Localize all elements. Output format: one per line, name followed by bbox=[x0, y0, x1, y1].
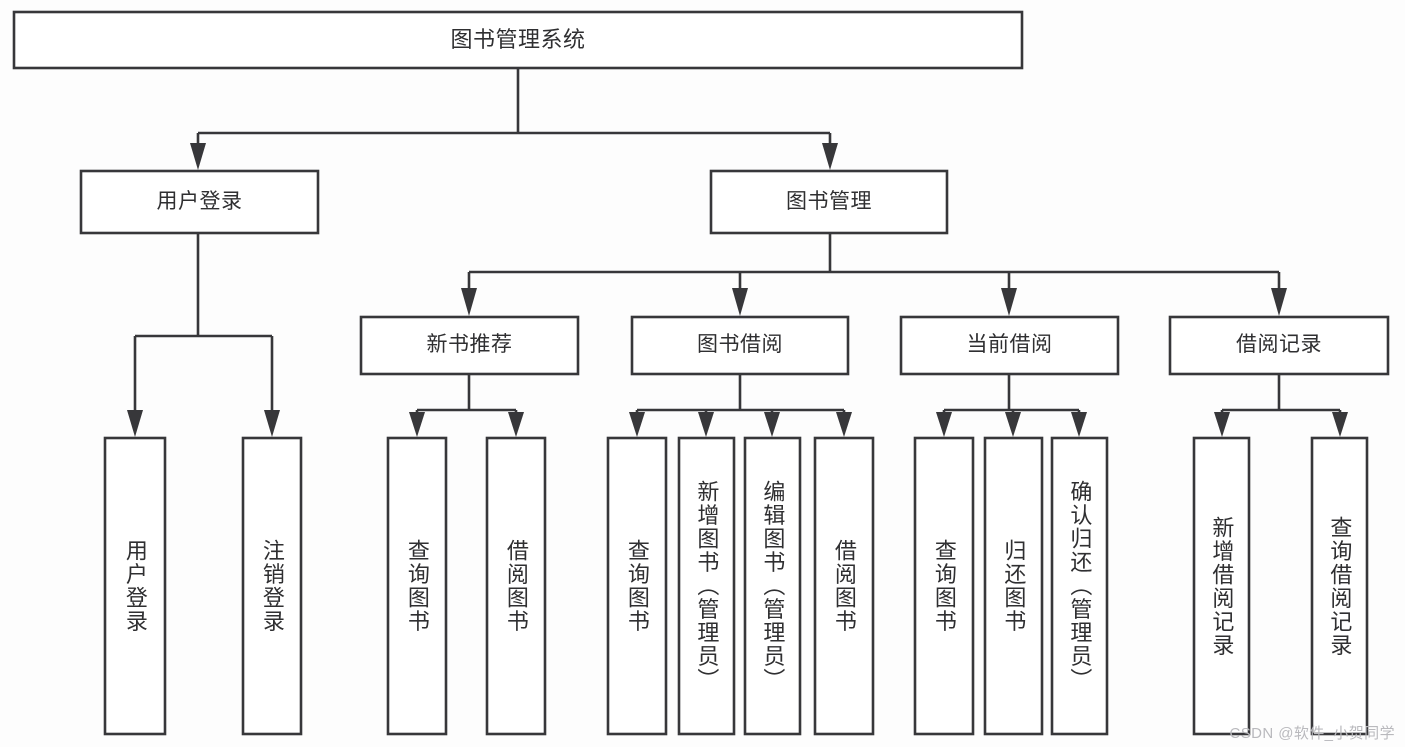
node-box-book-management[interactable] bbox=[709, 169, 949, 235]
arrow-head-g2-leaf-2 bbox=[698, 412, 714, 437]
leaf-box-query-borrow-record[interactable] bbox=[1310, 436, 1369, 736]
leaf-box-query-book-current[interactable] bbox=[913, 436, 975, 736]
arrow-head-g1-leaf-1 bbox=[409, 412, 425, 437]
node-box-root[interactable] bbox=[12, 10, 1024, 70]
leaf-box-edit-book-admin[interactable] bbox=[743, 436, 802, 736]
arrow-head-user-login bbox=[190, 143, 206, 170]
arrow-head-g2-leaf-1 bbox=[629, 412, 645, 437]
leaf-box-query-book-rec[interactable] bbox=[386, 436, 448, 736]
leaf-box-borrow-book[interactable] bbox=[813, 436, 875, 736]
node-box-new-book-recommendation[interactable] bbox=[359, 315, 580, 376]
arrow-head-current-borrow bbox=[1001, 288, 1017, 316]
leaf-box-logout[interactable] bbox=[241, 436, 303, 736]
arrow-head-g3-leaf-3 bbox=[1071, 412, 1087, 437]
leaf-box-borrow-book-rec[interactable] bbox=[485, 436, 547, 736]
arrow-head-g4-leaf-2 bbox=[1332, 412, 1348, 437]
arrow-head-book-borrow bbox=[732, 288, 748, 316]
arrow-head-g4-leaf-1 bbox=[1214, 412, 1230, 437]
arrow-head-leaf-user-login bbox=[127, 410, 143, 437]
node-box-current-borrowing[interactable] bbox=[899, 315, 1120, 376]
watermark-text: CSDN @软件_小贺同学 bbox=[1229, 725, 1395, 742]
arrow-head-g2-leaf-3 bbox=[764, 412, 780, 437]
leaf-box-confirm-return-admin[interactable] bbox=[1050, 436, 1109, 736]
node-box-borrowing-record[interactable] bbox=[1168, 315, 1390, 376]
leaf-box-query-book-borrow[interactable] bbox=[606, 436, 668, 736]
arrow-head-leaf-logout bbox=[264, 410, 280, 437]
arrow-head-borrow-record bbox=[1271, 288, 1287, 316]
arrow-head-g2-leaf-4 bbox=[836, 412, 852, 437]
node-box-user-login[interactable] bbox=[79, 169, 320, 235]
leaf-box-user-login[interactable] bbox=[103, 436, 167, 736]
arrow-head-g3-leaf-2 bbox=[1005, 412, 1021, 437]
arrow-head-g1-leaf-2 bbox=[508, 412, 524, 437]
leaf-box-return-book[interactable] bbox=[983, 436, 1044, 736]
arrow-head-g3-leaf-1 bbox=[936, 412, 952, 437]
arrow-head-new-book-rec bbox=[461, 288, 477, 316]
leaf-box-add-book-admin[interactable] bbox=[677, 436, 736, 736]
node-box-book-borrowing[interactable] bbox=[630, 315, 850, 376]
arrow-head-book-mgmt bbox=[822, 143, 838, 170]
leaf-box-add-borrow-record[interactable] bbox=[1192, 436, 1251, 736]
